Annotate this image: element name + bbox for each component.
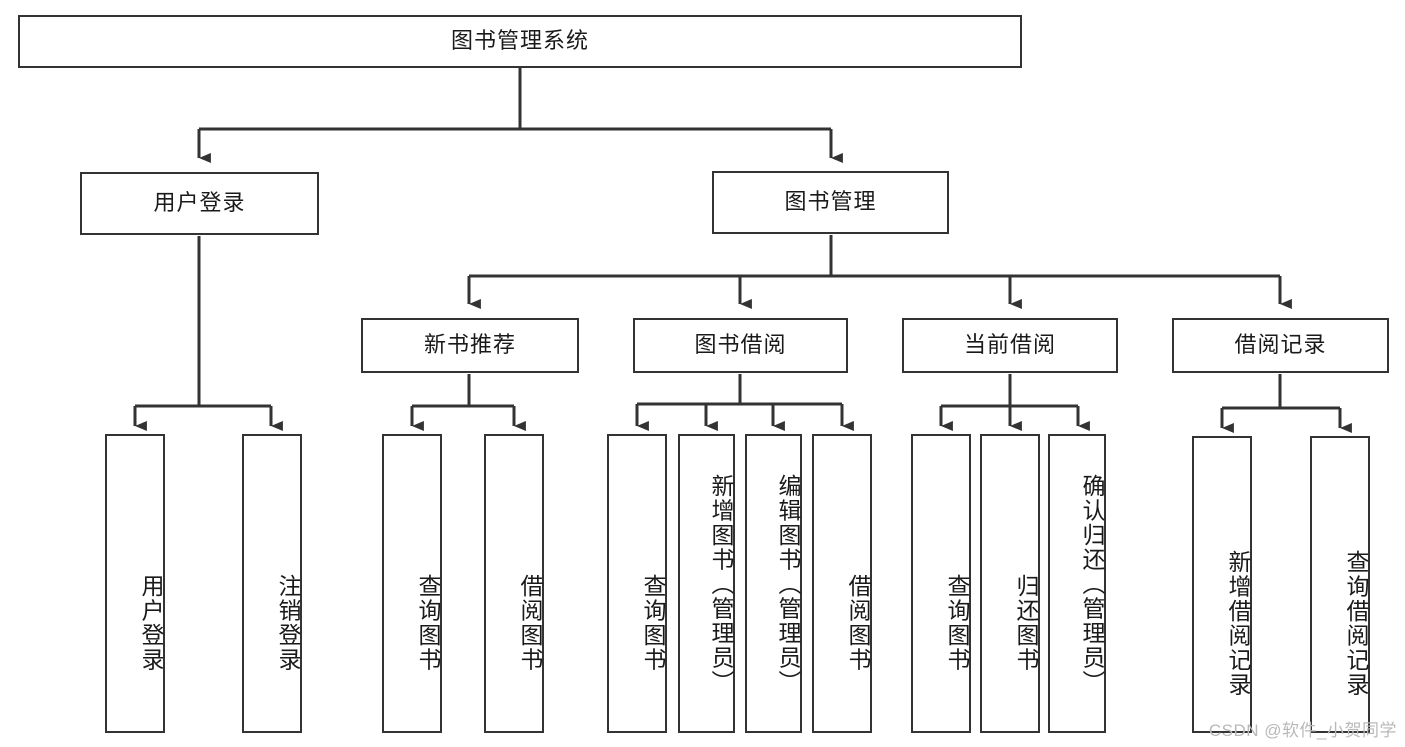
node-user-login[interactable]: 用户登录 — [80, 172, 319, 235]
node-current-borrow[interactable]: 当前借阅 — [902, 318, 1118, 373]
leaf-label: 借阅图书 — [517, 573, 543, 672]
leaf-label: 借阅图书 — [845, 573, 871, 672]
leaf-label: 查询借阅记录 — [1343, 550, 1369, 697]
leaf-label: 新增借阅记录 — [1225, 550, 1251, 697]
leaf-record-query-record[interactable]: 查询借阅记录 — [1310, 436, 1370, 733]
leaf-borrow-edit-book-admin[interactable]: 编辑图书（管理员） — [745, 434, 802, 733]
leaf-current-confirm-return-admin[interactable]: 确认归还（管理员） — [1048, 434, 1106, 733]
leaf-label: 查询图书 — [415, 573, 441, 672]
node-book-management[interactable]: 图书管理 — [712, 171, 949, 234]
leaf-current-query-book[interactable]: 查询图书 — [911, 434, 971, 733]
leaf-user-login-logout[interactable]: 注销登录 — [242, 434, 302, 733]
node-borrow-record[interactable]: 借阅记录 — [1172, 318, 1389, 373]
watermark-text: CSDN @软件_小贺同学 — [1208, 721, 1397, 740]
leaf-borrow-add-book-admin[interactable]: 新增图书（管理员） — [678, 434, 735, 733]
node-book-borrow[interactable]: 图书借阅 — [633, 318, 848, 373]
leaf-label: 用户登录 — [138, 573, 164, 672]
leaf-label: 归还图书 — [1013, 573, 1039, 672]
leaf-record-add-record[interactable]: 新增借阅记录 — [1192, 436, 1252, 733]
leaf-label: 注销登录 — [275, 573, 301, 672]
leaf-label: 编辑图书（管理员） — [775, 474, 801, 695]
node-new-book-recommend[interactable]: 新书推荐 — [361, 318, 579, 373]
leaf-user-login-login[interactable]: 用户登录 — [105, 434, 165, 733]
leaf-label: 查询图书 — [640, 573, 666, 672]
leaf-current-return-book[interactable]: 归还图书 — [980, 434, 1040, 733]
leaf-borrow-borrow-book[interactable]: 借阅图书 — [812, 434, 872, 733]
leaf-label: 确认归还（管理员） — [1079, 474, 1105, 695]
node-root-system[interactable]: 图书管理系统 — [18, 15, 1022, 68]
leaf-borrow-query-book[interactable]: 查询图书 — [607, 434, 667, 733]
leaf-recommend-borrow-book[interactable]: 借阅图书 — [484, 434, 544, 733]
leaf-label: 新增图书（管理员） — [708, 474, 734, 695]
leaf-label: 查询图书 — [944, 573, 970, 672]
leaf-recommend-query-book[interactable]: 查询图书 — [382, 434, 442, 733]
